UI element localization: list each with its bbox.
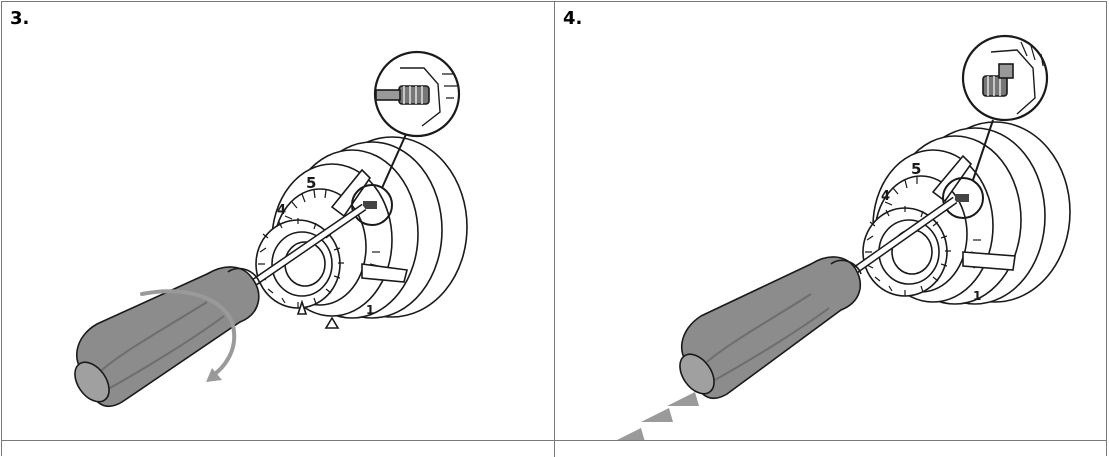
valve-lever-right — [361, 263, 408, 283]
set-screw — [955, 194, 969, 202]
screwdriver-handle — [679, 256, 862, 400]
callout-small-circle — [942, 177, 984, 219]
callout-leader — [381, 131, 408, 189]
bottom-strip — [1, 440, 1107, 457]
dial-number-1: 1 — [973, 289, 981, 303]
step-3-illustration: 5 4 1 — [74, 50, 468, 408]
callout-leader — [972, 119, 994, 181]
dial-number-4: 4 — [277, 203, 286, 218]
step-3-label: 3. — [10, 8, 30, 29]
callout-housing — [400, 67, 441, 127]
step-4-panel: 4. — [554, 1, 1107, 441]
dial-number-5: 5 — [911, 160, 921, 178]
dial-number-1: 1 — [366, 303, 374, 317]
screwdriver-handle — [74, 266, 261, 408]
valve-lever-top — [330, 168, 372, 218]
rotate-arrow — [140, 289, 237, 382]
dial-number-5: 5 — [306, 174, 316, 192]
valve-bottom-foot — [296, 299, 308, 315]
valve-nut-inner — [271, 231, 333, 297]
dial-number-4: 4 — [881, 189, 890, 204]
valve-nut-serration — [865, 206, 951, 296]
callout-housing — [990, 49, 1036, 115]
valve-lever-right — [962, 251, 1016, 271]
valve-lever-top — [931, 154, 973, 203]
step-4-illustration: 5 4 1 — [617, 34, 1071, 440]
magnified-screwdriver-tip — [375, 89, 401, 101]
push-arrows — [617, 392, 699, 440]
step-4-label: 4. — [563, 8, 583, 29]
step-3-panel: 3. — [1, 1, 555, 441]
callout-small-circle — [351, 184, 393, 226]
set-screw — [363, 201, 377, 209]
magnified-screw-head — [998, 63, 1014, 79]
magnified-screw — [982, 75, 1008, 97]
valve-nut-serration — [258, 218, 344, 308]
bottom-strip-divider — [554, 441, 555, 457]
